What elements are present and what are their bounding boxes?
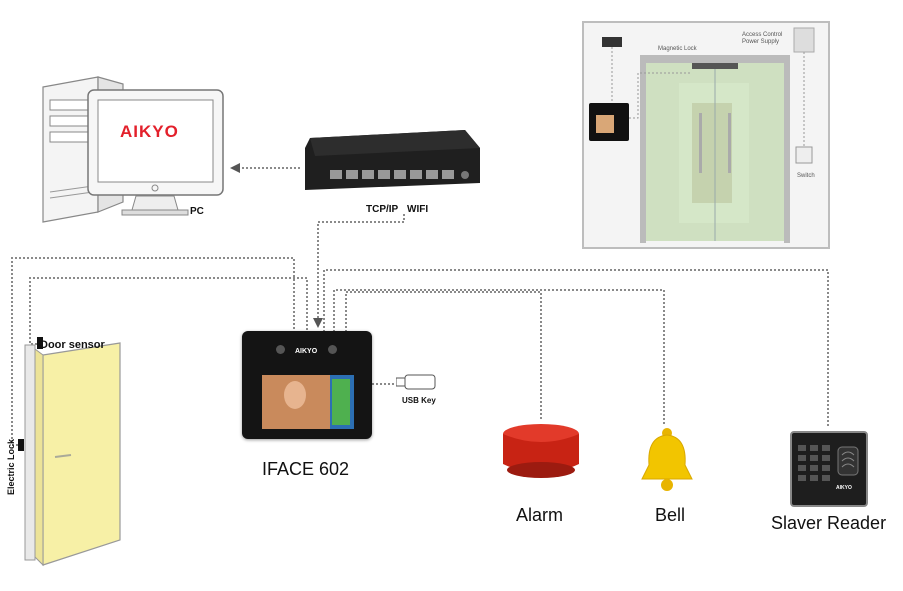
usb-key-icon xyxy=(396,374,436,390)
device-screen xyxy=(262,375,354,429)
door-sensor-label: Door sensor xyxy=(40,339,105,351)
arrow-head-pc xyxy=(230,163,240,173)
arrow-head-device xyxy=(313,318,323,328)
device-name-label: IFACE 602 xyxy=(262,459,350,479)
reader-brand-logo: AIKYO xyxy=(836,485,852,491)
network-line xyxy=(317,214,405,320)
bell-icon xyxy=(641,428,693,491)
pc-label: PC xyxy=(190,206,204,217)
alarm-label: Alarm xyxy=(516,505,564,525)
electric-lock-block xyxy=(18,439,24,451)
iface-device: AIKYO xyxy=(242,331,372,439)
device-brand-logo: AIKYO xyxy=(295,348,318,355)
bell-label: Bell xyxy=(655,505,686,525)
keypad-graphic xyxy=(798,445,859,481)
magnetic-lock-label: Magnetic Lock xyxy=(658,46,697,52)
screen-side-panel xyxy=(332,379,350,425)
wifi-label: WIFI xyxy=(407,204,429,215)
bell-wire xyxy=(333,289,665,425)
door-installation-scene xyxy=(584,23,828,247)
network-switch xyxy=(305,130,480,190)
tcpip-label: TCP/IP xyxy=(366,204,399,215)
electric-lock-label: Electric Lock xyxy=(6,438,16,495)
door-illustration xyxy=(18,337,121,567)
slaver-reader-device: AIKYO xyxy=(790,431,868,507)
power-supply-label: Access Control Power Supply xyxy=(742,32,783,45)
slaver-reader-wire xyxy=(323,269,829,428)
camera-lens-left xyxy=(276,345,285,354)
camera-lens-right xyxy=(328,345,337,354)
slaver-reader-label: Slaver Reader xyxy=(771,513,887,533)
electric-lock-wire xyxy=(11,257,295,446)
alarm-icon xyxy=(503,424,579,478)
installation-inset: Magnetic Lock Access Control Power Suppl… xyxy=(582,21,830,249)
switch-label: Switch xyxy=(797,173,815,179)
alarm-wire xyxy=(345,291,542,420)
door-sensor-wire xyxy=(29,277,308,345)
usb-key-label: USB Key xyxy=(402,396,436,405)
pc-illustration xyxy=(42,76,224,223)
face-icon xyxy=(284,381,306,409)
monitor-brand-logo: AIKYO xyxy=(120,122,179,141)
door-sensor-block xyxy=(37,337,43,349)
